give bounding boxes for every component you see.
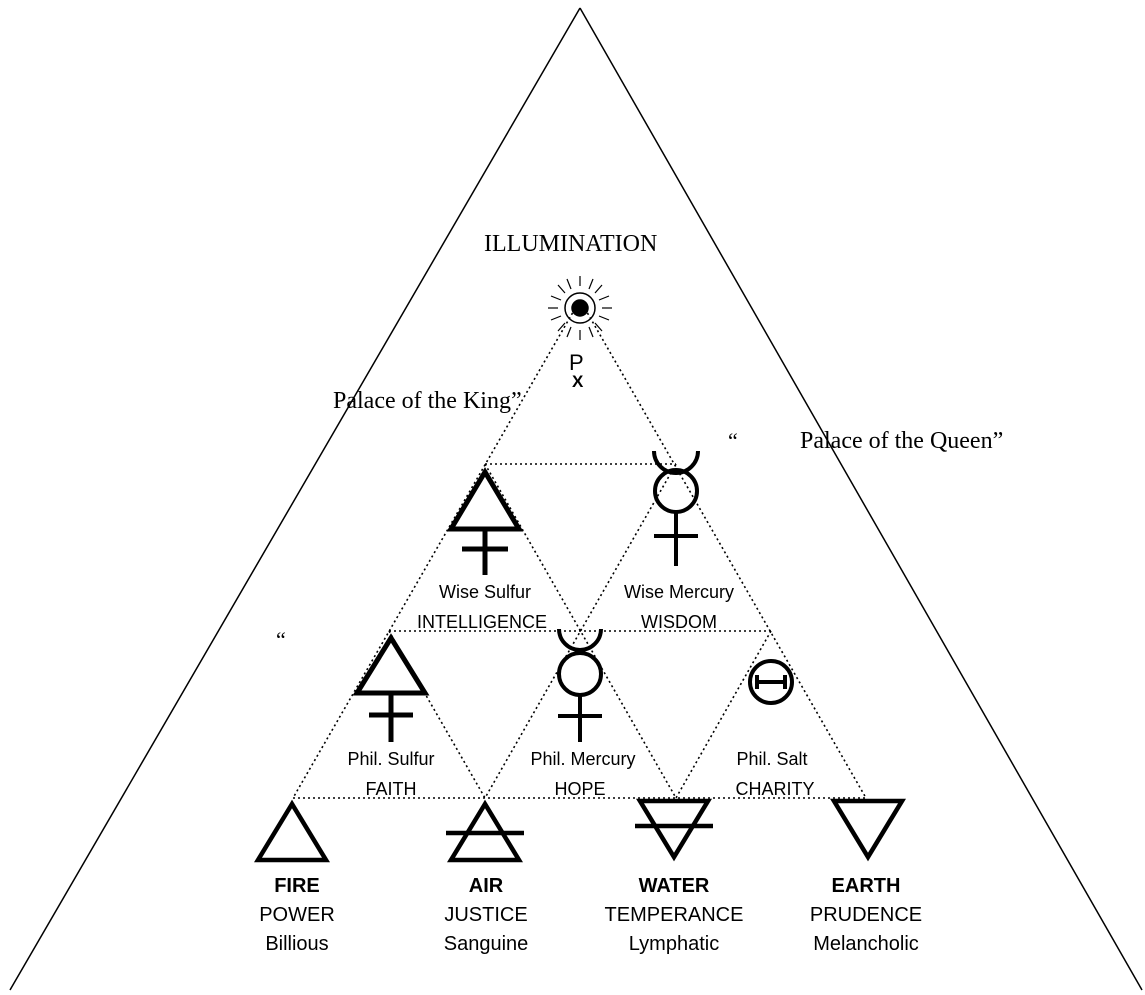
stray-quote-mark: “ [276, 627, 286, 652]
intelligence-label: INTELLIGENCE [417, 612, 547, 632]
phil-mercury-label: Phil. Mercury [530, 749, 635, 769]
sun-icon [548, 276, 612, 340]
billious-label: Billious [265, 933, 328, 955]
px-symbol-x: X [572, 372, 584, 391]
px-symbol-p: P [569, 350, 584, 375]
power-label: POWER [259, 904, 335, 926]
wise-mercury-icon [652, 450, 700, 566]
wise-sulfur-icon [446, 467, 524, 575]
air-triangle-icon [446, 799, 524, 863]
charity-label: CHARITY [735, 779, 814, 799]
phil-sulfur-label: Phil. Sulfur [347, 749, 434, 769]
phil-salt-label: Phil. Salt [736, 749, 807, 769]
phil-mercury-icon [557, 628, 603, 742]
dotted-lattice [292, 299, 867, 799]
justice-label: JUSTICE [444, 904, 527, 926]
palace-queen-open-quote: “ [728, 428, 738, 453]
lymphatic-label: Lymphatic [629, 933, 719, 955]
outer-triangle [9, 7, 1143, 991]
illumination-title: ILLUMINATION [484, 231, 657, 257]
fire-label: FIRE [274, 875, 320, 897]
sanguine-label: Sanguine [444, 933, 529, 955]
air-label: AIR [469, 875, 504, 897]
chi-rho-icon: P X [569, 350, 584, 391]
phil-sulfur-icon [352, 633, 430, 742]
wise-sulfur-label: Wise Sulfur [439, 582, 531, 602]
prudence-label: PRUDENCE [810, 904, 922, 926]
wise-mercury-label: Wise Mercury [624, 582, 734, 602]
wisdom-label: WISDOM [641, 612, 717, 632]
salt-icon [748, 659, 794, 705]
faith-label: FAITH [365, 779, 416, 799]
palace-of-the-queen-label: Palace of the Queen” [800, 428, 1003, 454]
earth-label: EARTH [832, 875, 901, 897]
hope-label: HOPE [554, 779, 605, 799]
earth-triangle-icon [830, 798, 906, 862]
fire-triangle-icon [254, 799, 330, 863]
temperance-label: TEMPERANCE [605, 904, 744, 926]
water-triangle-icon [635, 798, 713, 862]
palace-of-the-king-label: Palace of the King” [333, 388, 522, 414]
water-label: WATER [639, 875, 710, 897]
melancholic-label: Melancholic [813, 933, 919, 955]
